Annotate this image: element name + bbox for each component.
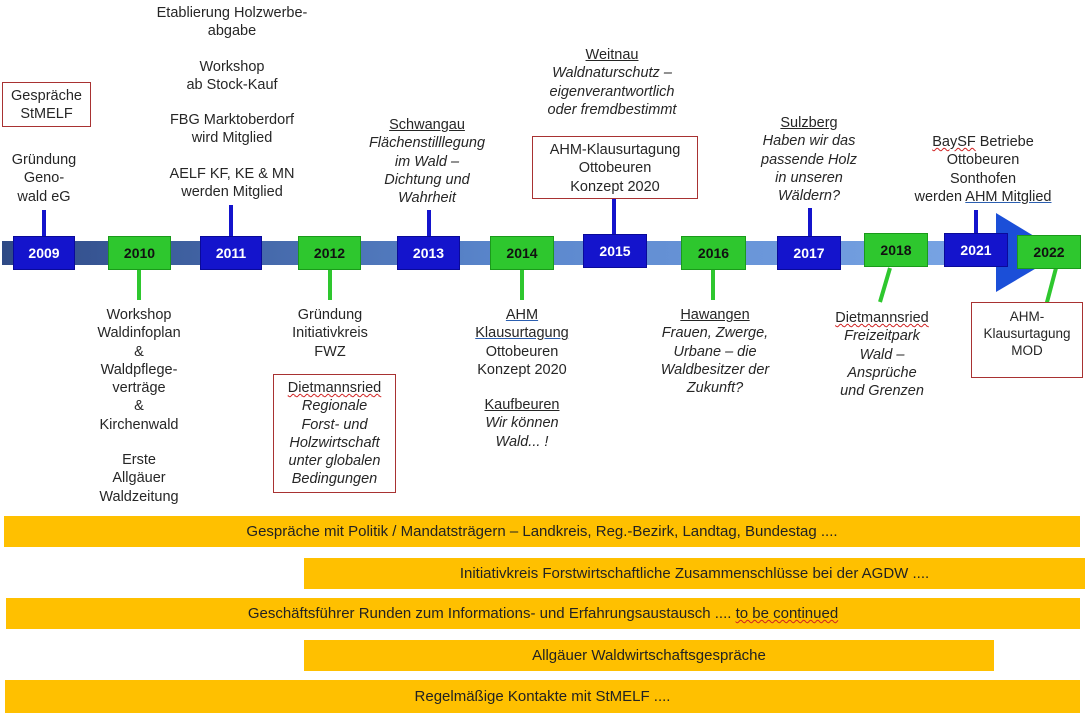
stem-2016 (711, 270, 715, 300)
year-2016: 2016 (681, 236, 746, 270)
year-2009: 2009 (13, 236, 75, 270)
sulzberg-event: Sulzberg Haben wir das passende Holz in … (761, 115, 857, 205)
year-2022: 2022 (1017, 235, 1081, 269)
events-2010-bottom: Workshop Waldinfoplan & Waldpflege- vert… (97, 307, 181, 505)
baysf-event: BaySF Betriebe Ottobeuren Sonthofen werd… (914, 134, 1052, 205)
events-2014-bottom: AHM Klausurtagung Ottobeuren Konzept 202… (475, 307, 569, 450)
stem-2018 (878, 267, 892, 303)
weitnau-event: Weitnau Waldnaturschutz – eigenverantwor… (547, 47, 677, 118)
year-2010: 2010 (108, 236, 171, 270)
year-2011: 2011 (200, 236, 262, 270)
stem-2017 (808, 208, 812, 238)
year-2018: 2018 (864, 233, 928, 267)
stem-2014 (520, 270, 524, 300)
stem-2012 (328, 270, 332, 300)
gruendung-genowald: Gründung Geno- wald eG (11, 152, 77, 205)
hawangen-event: Hawangen Frauen, Zwerge, Urbane – die Wa… (660, 307, 770, 397)
stem-2013 (427, 210, 431, 238)
bar-kontakte-stmelf: Regelmäßige Kontakte mit StMELF .... (5, 680, 1080, 713)
stem-2009 (42, 210, 46, 238)
ahm-ottobeuren-box (532, 136, 698, 199)
events-2012-bottom: Gründung Initiativkreis FWZ (292, 307, 368, 360)
bar-geschaeftsfuehrer-runden: Geschäftsführer Runden zum Informations-… (6, 598, 1080, 629)
year-2021: 2021 (944, 233, 1008, 267)
ahm-ottobeuren-text: AHM-Klausurtagung Ottobeuren Konzept 202… (549, 142, 681, 195)
schwangau-event: Schwangau Flächenstilllegung im Wald – D… (368, 117, 486, 207)
stem-2011 (229, 205, 233, 237)
year-2013: 2013 (397, 236, 460, 270)
dietmannsried-1-event: Dietmannsried Regionale Forst- und Holzw… (287, 380, 382, 488)
year-2012: 2012 (298, 236, 361, 270)
stem-2015 (612, 198, 616, 238)
year-2017: 2017 (777, 236, 841, 270)
gespraeche-stmelf-box (2, 82, 91, 127)
stem-2010 (137, 270, 141, 300)
year-2014: 2014 (490, 236, 554, 270)
bar-initiativkreis-agdw: Initiativkreis Forstwirtschaftliche Zusa… (304, 558, 1085, 589)
stem-2021 (974, 210, 978, 238)
ahm-mod-box (971, 302, 1083, 378)
bar-politik: Gespräche mit Politik / Mandatsträgern –… (4, 516, 1080, 547)
stem-2022 (1044, 267, 1058, 307)
events-2011-top: Etablierung Holzwerbe- abgabe Workshop a… (156, 5, 308, 201)
dietmannsried-1-box (273, 374, 396, 493)
ahm-mod-text: AHM- Klausurtagung MOD (983, 309, 1071, 358)
year-2015: 2015 (583, 234, 647, 268)
bar-allgaeuer-waldwirtschaftsgespraeche: Allgäuer Waldwirtschaftsgespräche (304, 640, 994, 671)
gespraeche-stmelf-text: Gespräche StMELF (11, 88, 82, 123)
dietmannsried-2-event: Dietmannsried Freizeitpark Wald – Ansprü… (835, 310, 929, 400)
